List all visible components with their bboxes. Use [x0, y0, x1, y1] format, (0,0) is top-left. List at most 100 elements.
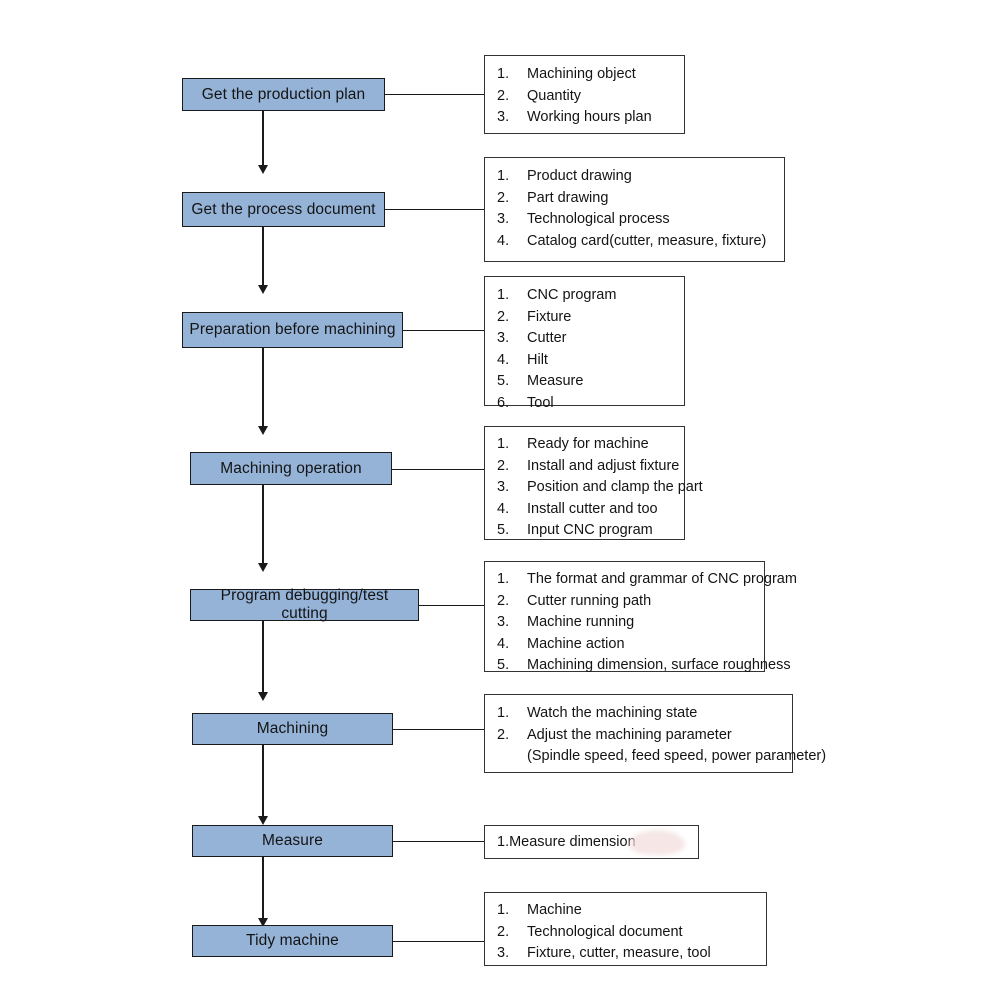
list-item-text: Technological process [527, 211, 670, 227]
stage-box-machining[interactable]: Machining [192, 713, 393, 745]
list-item-text: Cutter running path [527, 592, 652, 609]
list-item-text: Machining object [527, 66, 636, 82]
list-item-number: 4. [497, 351, 510, 368]
stage-box-preparation-before-machining[interactable]: Preparation before machining [182, 312, 403, 348]
arrow-line-7 [262, 857, 264, 920]
list-item: 1. Product drawing [497, 166, 784, 188]
list-item-number: 3. [497, 109, 510, 125]
list-item: 3. Position and clamp the part [497, 477, 703, 499]
connector-stage-6-to-details [393, 729, 484, 731]
list-item-number: 2. [497, 189, 510, 206]
list-item: 2. Fixture [497, 307, 684, 329]
details-list: 1. CNC program 2. Fixture 3. Cutter 4. H… [497, 285, 684, 414]
stage-box-measure[interactable]: Measure [192, 825, 393, 857]
details-box-program-debugging: 1. The format and grammar of CNC program… [484, 561, 797, 673]
list-item-text: Technological document [527, 923, 683, 940]
list-item-number: 1. [497, 902, 510, 918]
details-box-measure: 1.Measure dimension [484, 825, 699, 859]
details-list: 1. Machine 2. Technological document 3. … [497, 900, 766, 965]
list-item: 1. Ready for machine [497, 434, 684, 456]
list-item-text: Measure [527, 373, 584, 389]
list-item: 1. Watch the machining state [497, 703, 792, 725]
list-item-number: 5. [497, 657, 510, 673]
list-item-text: Machine [527, 902, 582, 918]
stage-box-get-process-document[interactable]: Get the process document [182, 192, 385, 227]
list-item-number: 3. [497, 211, 510, 227]
list-item-text: Catalog card(cutter, measure, fixture) [527, 232, 767, 249]
list-item-text: Product drawing [527, 168, 632, 184]
stage-label: Program debugging/test cutting [220, 587, 389, 622]
connector-stage-4-to-details [392, 469, 484, 471]
connector-stage-3-to-details [403, 330, 484, 332]
stage-label: Tidy machine [246, 932, 339, 949]
list-item: 3. Fixture, cutter, measure, tool [497, 943, 766, 965]
list-item-number: 3. [497, 330, 510, 346]
list-item-text: Machine action [527, 635, 625, 652]
list-item-number: 4. [497, 635, 510, 652]
list-item-number: 3. [497, 614, 510, 630]
details-box-tidy-machine: 1. Machine 2. Technological document 3. … [484, 892, 767, 966]
list-item-number: 2. [497, 87, 510, 104]
stage-label: Measure [261, 832, 323, 849]
list-item-text: Cutter [527, 330, 567, 346]
list-item-number: 2. [497, 457, 510, 474]
list-item-number: 6. [497, 394, 510, 411]
list-item-text: Working hours plan [527, 109, 652, 125]
list-item: 5. Machining dimension, surface roughnes… [497, 655, 791, 677]
list-item-number: 2. [497, 308, 510, 325]
stage-box-program-debugging[interactable]: Program debugging/test cutting [190, 587, 419, 622]
list-item-number: 1. [497, 66, 510, 82]
stage-label: Get the production plan [201, 85, 366, 103]
list-item: 3. Working hours plan [497, 107, 684, 129]
arrow-head-1 [258, 165, 268, 174]
list-item: 4. Catalog card(cutter, measure, fixture… [497, 231, 784, 253]
list-item-text: Input CNC program [527, 522, 653, 538]
list-item-text: Install cutter and too [527, 500, 658, 517]
list-item-number: 3. [497, 479, 510, 495]
details-list: 1. Product drawing 2. Part drawing 3. Te… [497, 166, 784, 252]
list-item: 1. Machine [497, 900, 766, 922]
list-item: 4. Hilt [497, 350, 684, 372]
list-item-text: Adjust the machining parameter [527, 726, 732, 743]
stage-box-tidy-machine[interactable]: Tidy machine [192, 925, 393, 957]
list-item-text: Machining dimension, surface roughness [527, 657, 791, 673]
list-item-number: 2. [497, 923, 510, 940]
list-item-text: Machine running [527, 614, 635, 630]
connector-stage-1-to-details [385, 94, 484, 96]
list-item-number: 2. [497, 726, 510, 743]
arrow-line-3 [262, 348, 264, 428]
connector-stage-5-to-details [419, 605, 484, 607]
list-item-number: 2. [497, 592, 510, 609]
stage-box-get-production-plan[interactable]: Get the production plan [182, 78, 385, 111]
list-item-text: Quantity [527, 87, 581, 104]
stage-label: Machining [256, 720, 329, 737]
list-item-text: Position and clamp the part [527, 479, 703, 495]
list-item-number: 4. [497, 232, 510, 249]
arrow-head-4 [258, 563, 268, 572]
list-item-text: Fixture [527, 308, 572, 325]
list-item-number: 1. [497, 571, 510, 587]
details-list: 1. The format and grammar of CNC program… [497, 569, 797, 677]
details-box-machining: 1. Watch the machining state 2. Adjust t… [484, 694, 826, 773]
list-item: 1. Machining object [497, 64, 684, 86]
list-item: 2. Technological document [497, 922, 766, 944]
list-item-continuation: (Spindle speed, feed speed, power parame… [497, 746, 826, 768]
list-item: 3. Machine running [497, 612, 764, 634]
list-item: 1. The format and grammar of CNC program [497, 569, 797, 591]
arrow-head-6 [258, 816, 268, 825]
stage-box-machining-operation[interactable]: Machining operation [190, 452, 392, 485]
arrow-line-6 [262, 745, 264, 818]
details-box-production-plan: 1. Machining object 2. Quantity 3. Worki… [484, 55, 685, 134]
list-item-number: 4. [497, 500, 510, 517]
details-box-preparation: 1. CNC program 2. Fixture 3. Cutter 4. H… [484, 276, 685, 411]
list-item-number: 5. [497, 522, 510, 538]
arrow-head-5 [258, 692, 268, 701]
stage-label: Get the process document [191, 200, 376, 218]
list-item: 2. Cutter running path [497, 591, 764, 613]
list-item-text: Watch the machining state [527, 705, 698, 721]
list-item: 1. CNC program [497, 285, 684, 307]
list-item-text: The format and grammar of CNC program [527, 571, 797, 587]
list-item-number: 1. [497, 168, 510, 184]
stage-label: Machining operation [220, 459, 362, 477]
list-item-text: (Spindle speed, feed speed, power parame… [527, 748, 827, 764]
